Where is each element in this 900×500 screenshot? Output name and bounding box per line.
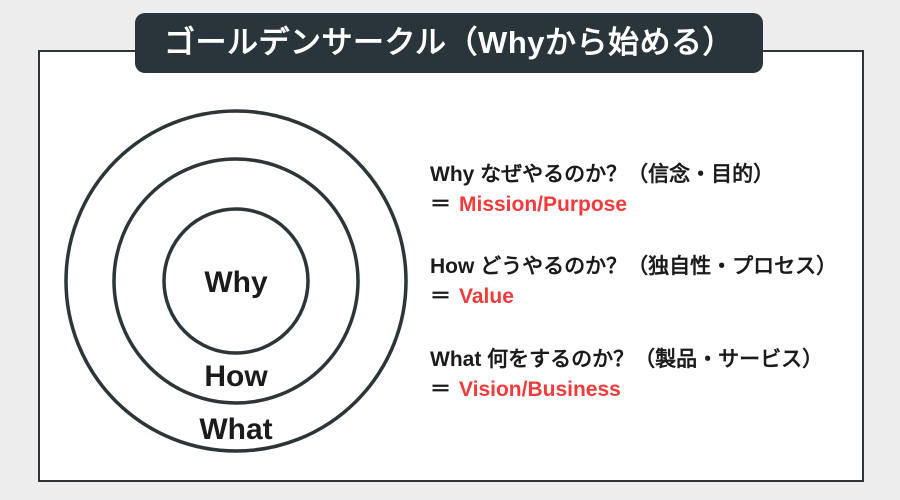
golden-circle-diagram <box>64 109 408 453</box>
legend-what-question: What 何をするのか？（製品・サービス） <box>430 348 824 371</box>
legend-how-answer: ＝ Value <box>430 282 860 312</box>
legend-what-value: Vision/Business <box>459 378 621 401</box>
middle-circle-how <box>112 157 360 405</box>
legend-item-what: What 何をするのか？（製品・サービス） ＝ Vision/Business <box>430 345 860 405</box>
outer-circle-what <box>64 109 408 453</box>
legend-item-how: How どうやるのか？（独自性・プロセス） ＝ Value <box>430 252 860 312</box>
legend-why-value: Mission/Purpose <box>459 193 628 216</box>
legend-item-why: Why なぜやるのか？（信念・目的） ＝ Mission/Purpose <box>430 160 860 220</box>
legend-what-answer: ＝ Vision/Business <box>430 375 860 405</box>
title-banner: ゴールデンサークル（Whyから始める） <box>135 13 763 73</box>
ring-label-what: What <box>199 413 273 446</box>
legend-how-value: Value <box>459 285 514 308</box>
equals-sign: ＝ <box>430 285 451 308</box>
equals-sign: ＝ <box>430 193 451 216</box>
legend-how-question: How どうやるのか？（独自性・プロセス） <box>430 255 838 278</box>
equals-sign: ＝ <box>430 378 451 401</box>
inner-circle-why <box>162 207 310 355</box>
ring-label-how: How <box>204 360 268 393</box>
legend-why-question: Why なぜやるのか？（信念・目的） <box>430 163 775 186</box>
ring-label-why: Why <box>204 266 268 299</box>
legend-why-answer: ＝ Mission/Purpose <box>430 190 860 220</box>
